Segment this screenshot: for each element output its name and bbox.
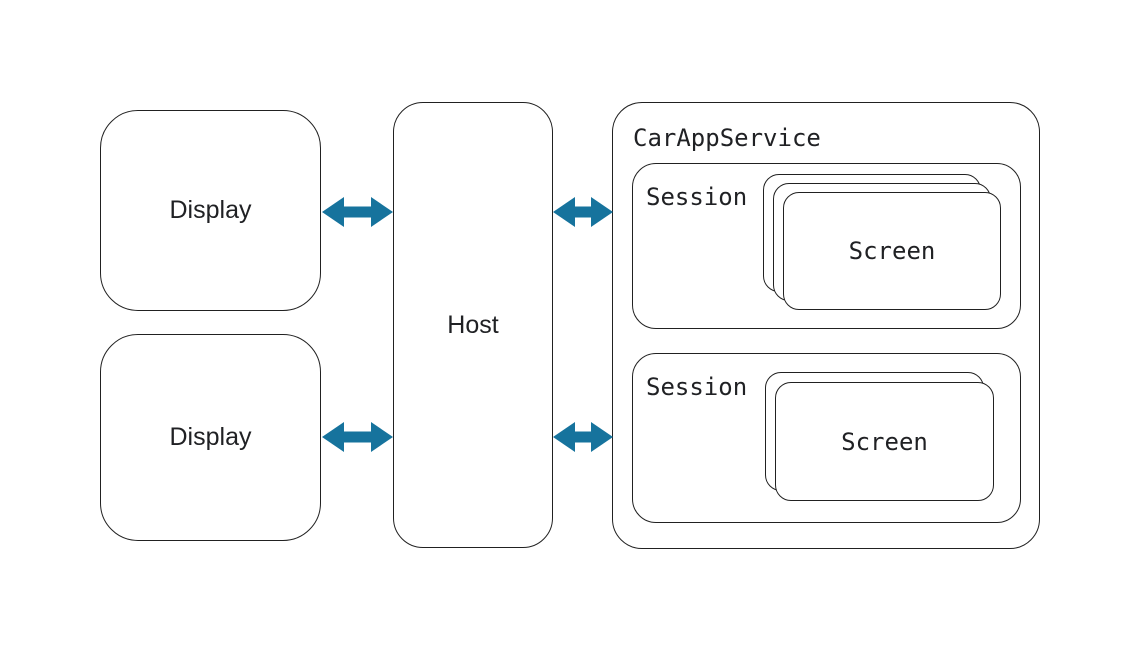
arrow-display2-host-icon — [322, 422, 393, 452]
display-1-label: Display — [169, 196, 252, 224]
host-label: Host — [447, 310, 499, 339]
display-2-label: Display — [169, 423, 252, 451]
arrow-display1-host-icon — [322, 197, 393, 227]
arrow-host-service-bottom-icon — [553, 422, 613, 452]
host-box: Host — [393, 102, 553, 548]
session-2-label: Session — [646, 373, 748, 401]
display-box-1: Display — [100, 110, 321, 311]
double-arrow-icon — [322, 197, 393, 227]
double-arrow-icon — [553, 422, 613, 452]
screen-card-front: Screen — [775, 382, 994, 501]
session-box-1: Session Screen — [632, 163, 1021, 329]
double-arrow-icon — [322, 422, 393, 452]
double-arrow-icon — [553, 197, 613, 227]
car-app-service-box: CarAppService Session Screen Session Scr… — [612, 102, 1040, 549]
screen-1-label: Screen — [848, 237, 936, 265]
arrow-host-service-top-icon — [553, 197, 613, 227]
display-box-2: Display — [100, 334, 321, 541]
car-app-service-label: CarAppService — [633, 124, 821, 152]
session-1-label: Session — [646, 183, 748, 211]
screen-2-label: Screen — [841, 427, 928, 456]
session-box-2: Session Screen — [632, 353, 1021, 523]
screen-card-front: Screen — [783, 192, 1001, 310]
